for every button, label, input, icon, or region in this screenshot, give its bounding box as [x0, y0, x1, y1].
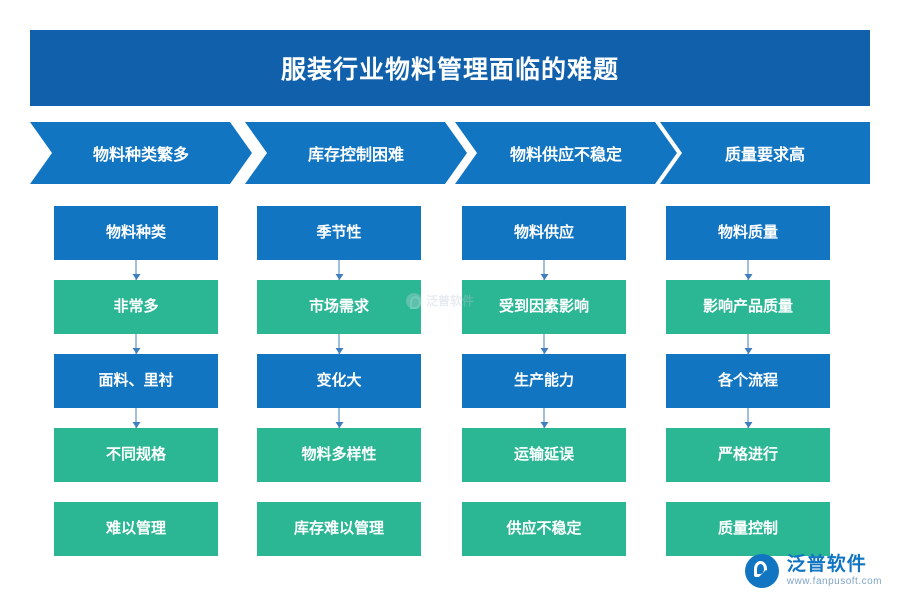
arrow-down-icon — [132, 408, 140, 428]
arrow-down-icon — [335, 334, 343, 354]
arrow-down-icon — [335, 260, 343, 280]
arrow-down-icon — [744, 408, 752, 428]
title-banner: 服装行业物料管理面临的难题 — [30, 30, 870, 106]
arrow-down-icon — [540, 408, 548, 428]
node-1-3[interactable]: 面料、里衬 — [54, 354, 218, 428]
column-2: 季节性 市场需求 变化大 物料多样性 库存难以管理 — [257, 206, 421, 576]
node-2-2[interactable]: 市场需求 — [257, 280, 421, 354]
arrow-down-icon — [132, 260, 140, 280]
arrow-down-icon — [744, 334, 752, 354]
node-3-4[interactable]: 运输延误 — [462, 428, 626, 482]
arrow-down-icon — [744, 260, 752, 280]
node-1-2[interactable]: 非常多 — [54, 280, 218, 354]
node-3-2[interactable]: 受到因素影响 — [462, 280, 626, 354]
brand-name: 泛普软件 — [786, 554, 867, 576]
arrow-down-icon — [540, 260, 548, 280]
node-2-3[interactable]: 变化大 — [257, 354, 421, 428]
chevron-step-1[interactable]: 物料种类繁多 — [30, 122, 252, 184]
node-4-2[interactable]: 影响产品质量 — [666, 280, 830, 354]
node-2-1[interactable]: 季节性 — [257, 206, 421, 280]
node-4-3[interactable]: 各个流程 — [666, 354, 830, 428]
node-3-5[interactable]: 供应不稳定 — [462, 502, 626, 556]
chevron-step-4[interactable]: 质量要求高 — [660, 122, 870, 184]
node-4-5[interactable]: 质量控制 — [666, 502, 830, 556]
node-1-4[interactable]: 不同规格 — [54, 428, 218, 482]
column-4: 物料质量 影响产品质量 各个流程 严格进行 质量控制 — [666, 206, 830, 576]
chevron-step-2[interactable]: 库存控制困难 — [245, 122, 467, 184]
brand-text-block: 泛普软件 www.fanpusoft.com — [786, 554, 882, 587]
fanpu-logo-icon — [744, 554, 779, 588]
node-columns: 物料种类 非常多 面料、里衬 不同规格 难以管理 季节性 市场需求 变化大 物料… — [0, 206, 900, 576]
node-3-1[interactable]: 物料供应 — [462, 206, 626, 280]
arrow-down-icon — [540, 334, 548, 354]
node-3-3[interactable]: 生产能力 — [462, 354, 626, 428]
brand-url: www.fanpusoft.com — [786, 575, 882, 587]
node-2-4[interactable]: 物料多样性 — [257, 428, 421, 482]
column-3: 物料供应 受到因素影响 生产能力 运输延误 供应不稳定 — [462, 206, 626, 576]
arrow-down-icon — [132, 334, 140, 354]
brand-watermark: 泛普软件 www.fanpusoft.com — [744, 554, 882, 588]
arrow-down-icon — [335, 408, 343, 428]
page-title: 服装行业物料管理面临的难题 — [280, 56, 619, 84]
node-2-5[interactable]: 库存难以管理 — [257, 502, 421, 556]
chevron-header-row: 物料种类繁多 库存控制困难 物料供应不稳定 质量要求高 — [30, 122, 870, 184]
node-4-4[interactable]: 严格进行 — [666, 428, 830, 482]
node-1-1[interactable]: 物料种类 — [54, 206, 218, 280]
node-1-5[interactable]: 难以管理 — [54, 502, 218, 556]
chevron-step-3[interactable]: 物料供应不稳定 — [455, 122, 677, 184]
node-4-1[interactable]: 物料质量 — [666, 206, 830, 280]
column-1: 物料种类 非常多 面料、里衬 不同规格 难以管理 — [54, 206, 218, 576]
